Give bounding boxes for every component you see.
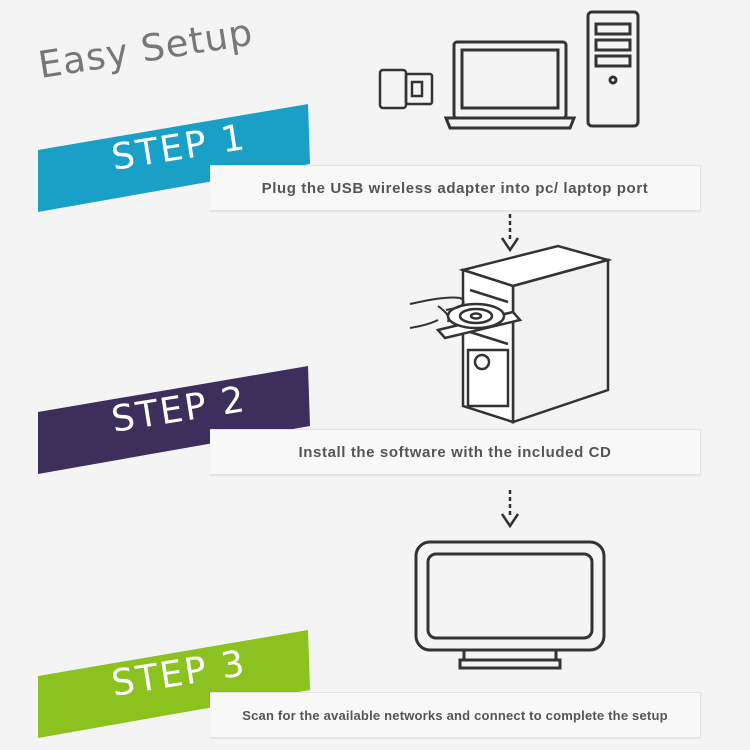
step2-illustration	[409, 244, 613, 424]
step3-ribbon	[38, 630, 310, 738]
step2-description: Install the software with the included C…	[210, 429, 701, 475]
step3-description: Scan for the available networks and conn…	[210, 692, 701, 738]
step1-description: Plug the USB wireless adapter into pc/ l…	[210, 165, 701, 211]
monitor-icon	[414, 540, 606, 670]
step2-ribbon	[38, 366, 310, 474]
page-title: Easy Setup	[35, 10, 257, 87]
step2-banner: STEP 2	[38, 366, 310, 474]
down-arrow-icon	[500, 214, 520, 253]
step3-banner: STEP 3	[38, 630, 310, 738]
hand-icon	[409, 296, 465, 329]
down-arrow-icon	[500, 490, 520, 529]
step3-illustration	[414, 540, 606, 670]
step1-ribbon	[38, 104, 310, 212]
usb-adapter-icon	[378, 68, 434, 110]
cd-drive-tower-icon	[435, 244, 613, 424]
laptop-icon	[443, 40, 577, 130]
desktop-tower-icon	[586, 10, 640, 128]
step1-banner: STEP 1	[38, 104, 310, 212]
step1-illustration	[378, 10, 640, 130]
